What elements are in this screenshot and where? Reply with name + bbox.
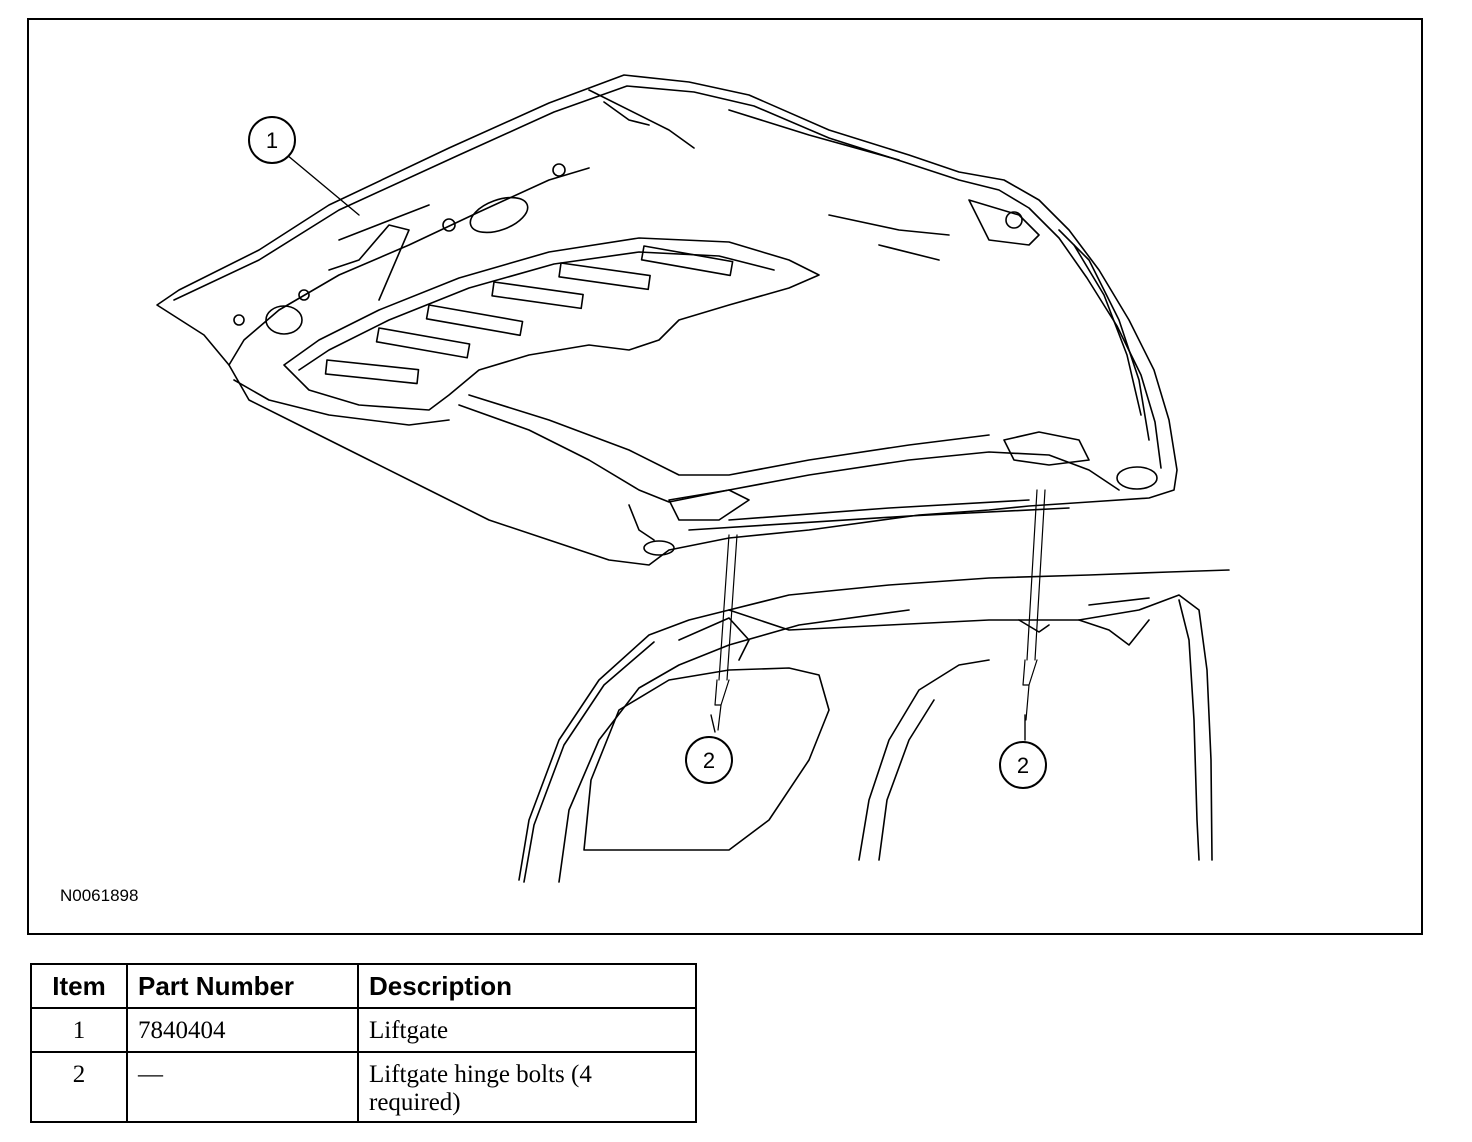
cell-item: 1 [30,1007,128,1053]
header-part-number: Part Number [126,963,359,1009]
parts-table: Item Part Number Description 1 7840404 L… [30,963,697,1123]
table-header-row: Item Part Number Description [30,963,697,1009]
liftgate-inner-trim [283,237,820,411]
header-item: Item [30,963,128,1009]
header-description: Description [357,963,697,1009]
liftgate-panel [156,74,1178,566]
cell-part-number: 7840404 [126,1007,359,1053]
callout-2a [685,736,733,784]
figure-frame: 1 2 2 N0061898 [27,18,1423,935]
callout-1 [248,116,296,164]
bolt-leader-lines [714,489,1046,731]
vehicle-body-opening [518,569,1230,883]
cell-description: Liftgate [357,1007,697,1053]
callout-2b [999,741,1047,789]
figure-id: N0061898 [60,886,139,905]
cell-part-number: — [126,1051,359,1123]
liftgate-lower-edge [458,394,1158,556]
liftgate-upper-details [233,89,1150,441]
table-row: 2 — Liftgate hinge bolts (4 required) [30,1051,697,1123]
callout-2a-label: 2 [703,748,715,773]
cell-item: 2 [30,1051,128,1123]
callout-2b-label: 2 [1017,753,1029,778]
callout-1-label: 1 [266,128,278,153]
table-row: 1 7840404 Liftgate [30,1007,697,1053]
liftgate-illustration: 1 2 2 [156,74,1230,883]
cell-description: Liftgate hinge bolts (4 required) [357,1051,697,1123]
